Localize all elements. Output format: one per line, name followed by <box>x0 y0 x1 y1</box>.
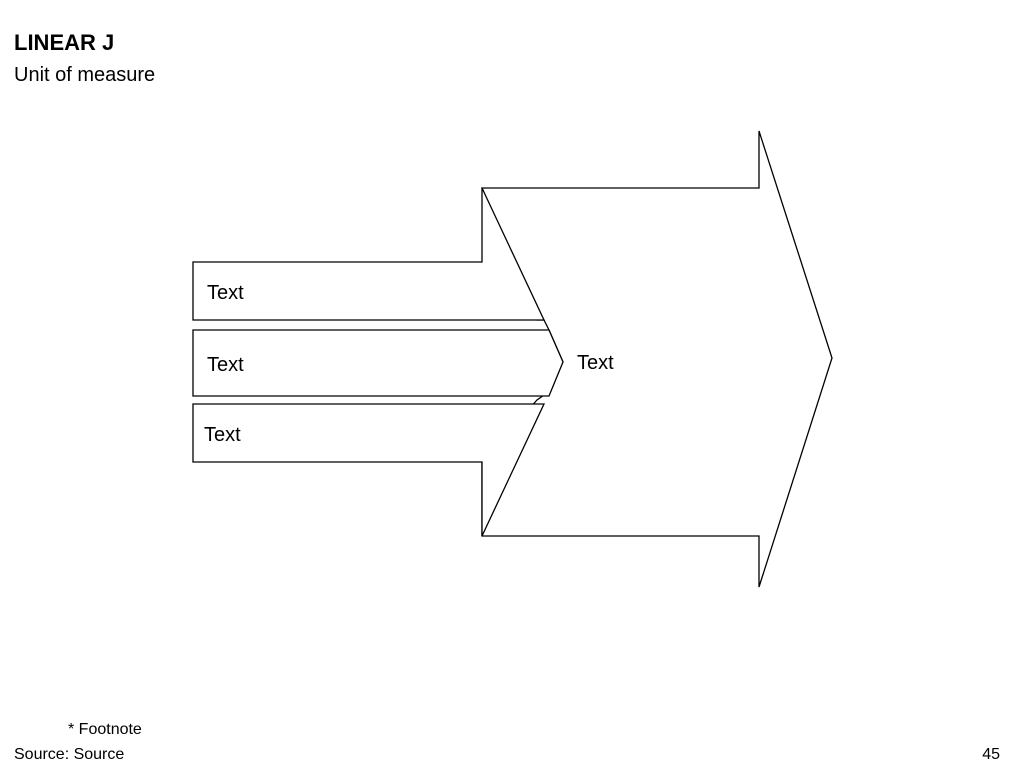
output-label: Text <box>577 352 614 374</box>
page-number: 45 <box>982 746 1000 763</box>
input-label-1: Text <box>207 282 244 304</box>
source-note: Source: Source <box>14 746 125 763</box>
page-title: LINEAR J <box>14 30 115 55</box>
input-label-3: Text <box>204 424 241 446</box>
footnote: * Footnote <box>68 721 142 738</box>
input-label-2: Text <box>207 354 244 376</box>
input-bar-3 <box>192 403 546 537</box>
input-bar-2 <box>192 329 564 397</box>
page-subtitle: Unit of measure <box>14 64 156 86</box>
input-bar-1 <box>192 187 546 321</box>
